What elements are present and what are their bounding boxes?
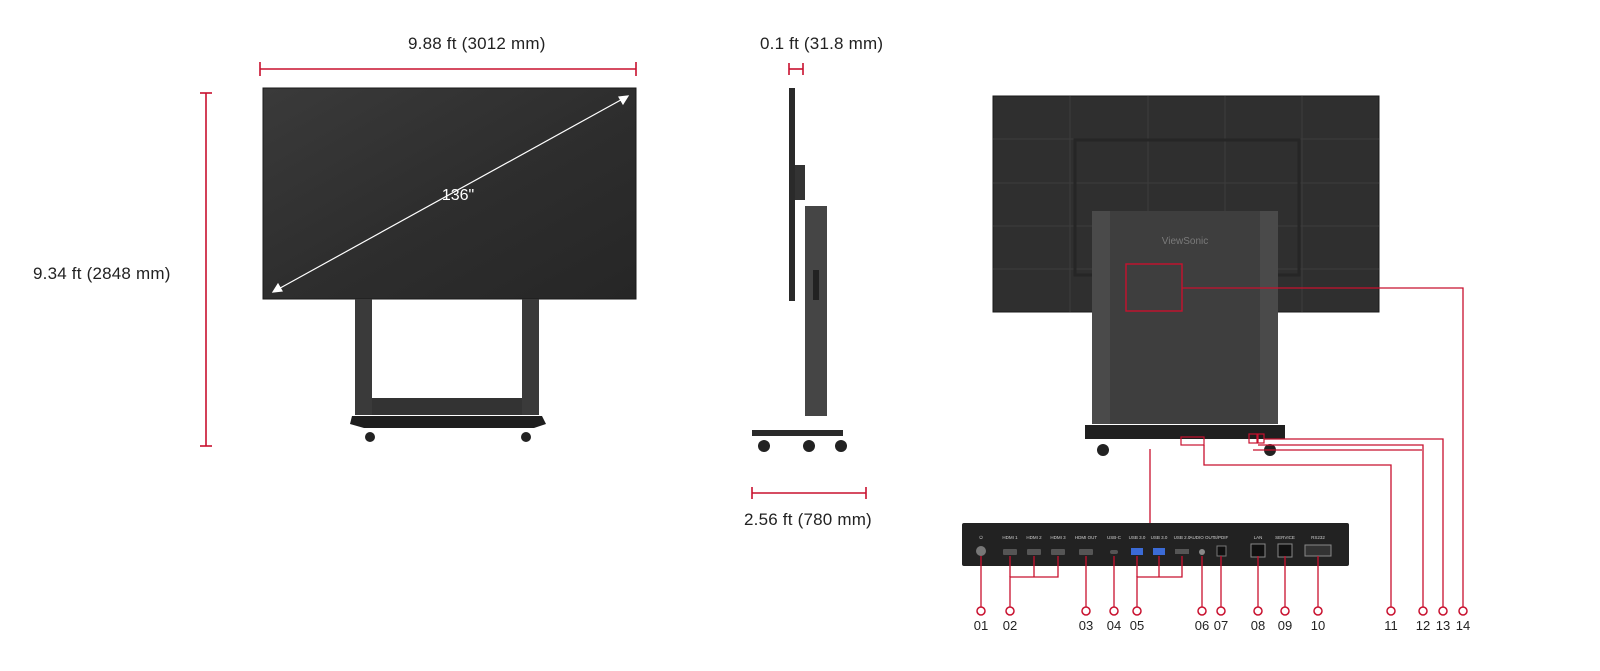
- port-label: AUDIO OUT: [1189, 535, 1214, 540]
- port-label: USB 3.0: [1151, 535, 1168, 540]
- port-label: SERVICE: [1275, 535, 1295, 540]
- height-dimension-line: [200, 92, 212, 447]
- port-label: HDMI 3: [1050, 535, 1066, 540]
- svg-text:⏻: ⏻: [979, 535, 983, 540]
- height-label: 9.34 ft (2848 mm): [33, 264, 171, 283]
- width-dimension-line: [259, 62, 637, 76]
- port-label: LAN: [1254, 535, 1263, 540]
- panel-depth-label: 0.1 ft (31.8 mm): [760, 34, 884, 53]
- rear-view: [992, 95, 1380, 456]
- io-port-labels: ⏻ HDMI 1 HDMI 2 HDMI 3 HDMI OUT USB-C US…: [979, 535, 1325, 540]
- rear-leader-lines: [1149, 287, 1464, 611]
- callout-number: 12: [1415, 618, 1431, 633]
- callout-number: 01: [973, 618, 989, 633]
- front-stand: [350, 299, 546, 442]
- port-label: HDMI 1: [1002, 535, 1018, 540]
- front-view: [200, 62, 637, 447]
- io-panel: ⏻ HDMI 1 HDMI 2 HDMI 3 HDMI OUT USB-C US…: [962, 523, 1349, 566]
- callout-number: 08: [1250, 618, 1266, 633]
- port-label: RS232: [1311, 535, 1325, 540]
- side-panel: [789, 88, 795, 301]
- port-label: USB-C: [1107, 535, 1122, 540]
- stand-depth-label: 2.56 ft (780 mm): [744, 510, 872, 529]
- callout-number: 11: [1384, 618, 1398, 633]
- diagonal-label: 136": [442, 187, 474, 204]
- callout-number: 14: [1455, 618, 1471, 633]
- diagonal-arrow: [271, 95, 630, 293]
- callout-number: 05: [1129, 618, 1145, 633]
- callout-number: 04: [1106, 618, 1122, 633]
- port-label: USB 2.0: [1174, 535, 1191, 540]
- port-label: HDMI 2: [1026, 535, 1042, 540]
- callout-number: 06: [1194, 618, 1210, 633]
- callout-number: 03: [1078, 618, 1094, 633]
- callout-number: 02: [1002, 618, 1018, 633]
- width-label: 9.88 ft (3012 mm): [408, 34, 546, 53]
- rear-brand-logo: ViewSonic: [1162, 236, 1209, 247]
- io-leader-lines: [980, 556, 1319, 611]
- callout-number: 09: [1277, 618, 1293, 633]
- port-label: USB 3.0: [1129, 535, 1146, 540]
- port-label: S/PDIF: [1214, 535, 1229, 540]
- stand-depth-dimension-line: [751, 487, 867, 499]
- panel-depth-dimension-line: [788, 63, 804, 75]
- callout-number: 07: [1213, 618, 1229, 633]
- callout-number: 13: [1435, 618, 1451, 633]
- callout-markers: [976, 606, 1468, 616]
- callout-number: 10: [1310, 618, 1326, 633]
- side-view: [751, 63, 867, 499]
- port-label: HDMI OUT: [1075, 535, 1097, 540]
